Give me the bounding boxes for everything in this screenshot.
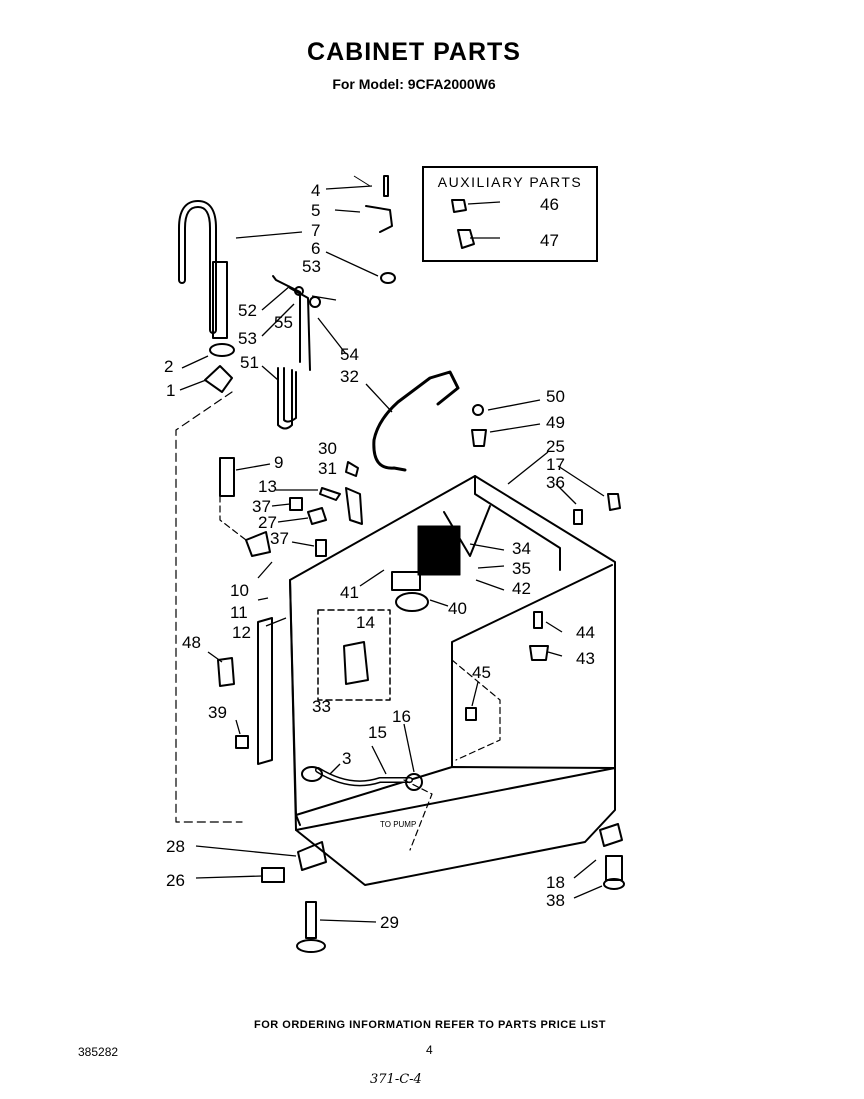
- callout-6: 6: [311, 239, 321, 258]
- drain-hose: [178, 200, 217, 334]
- ordering-information-note: FOR ORDERING INFORMATION REFER TO PARTS …: [254, 1019, 606, 1031]
- callout-53b: 53: [238, 329, 257, 348]
- callout-38: 38: [546, 891, 565, 910]
- callout-5: 5: [311, 201, 321, 220]
- callout-37: 37: [252, 497, 271, 516]
- auxiliary-parts-box: AUXILIARY PARTS 46 47: [422, 166, 598, 262]
- callout-10: 10: [230, 581, 249, 600]
- callout-2: 2: [164, 357, 174, 376]
- callout-40: 40: [448, 599, 467, 618]
- callout-12: 12: [232, 623, 251, 642]
- callout-27: 27: [258, 513, 277, 532]
- page-number: 4: [426, 1043, 433, 1057]
- callout-55: 55: [274, 313, 293, 332]
- callout-45: 45: [472, 663, 491, 682]
- callout-26: 26: [166, 871, 185, 890]
- callout-39: 39: [208, 703, 227, 722]
- to-pump-label: TO PUMP: [380, 820, 417, 829]
- callout-31: 31: [318, 459, 337, 478]
- callout-53: 53: [302, 257, 321, 276]
- callout-13: 13: [258, 477, 277, 496]
- callout-9: 9: [274, 453, 284, 472]
- callout-3: 3: [342, 749, 352, 768]
- callout-36: 36: [546, 473, 565, 492]
- callout-52: 52: [238, 301, 257, 320]
- callout-1: 1: [166, 381, 176, 400]
- callout-7: 7: [311, 221, 321, 240]
- callout-16: 16: [392, 707, 411, 726]
- callout-49: 49: [546, 413, 565, 432]
- callout-25: 25: [546, 437, 565, 456]
- callout-44: 44: [576, 623, 595, 642]
- callout-15: 15: [368, 723, 387, 742]
- callout-41: 41: [340, 583, 359, 602]
- callout-34: 34: [512, 539, 531, 558]
- callout-17: 17: [546, 455, 565, 474]
- power-cord: [372, 370, 460, 472]
- handwritten-note: 371-C-4: [370, 1072, 422, 1087]
- model-subtitle: For Model: 9CFA2000W6: [332, 76, 496, 92]
- callout-51: 51: [240, 353, 259, 372]
- callout-33: 33: [312, 697, 331, 716]
- callout-43: 43: [576, 649, 595, 668]
- callout-18: 18: [546, 873, 565, 892]
- callout-48: 48: [182, 633, 201, 652]
- callout-30: 30: [318, 439, 337, 458]
- callout-47: 47: [540, 231, 559, 250]
- document-number: 385282: [78, 1045, 119, 1059]
- callout-46: 46: [540, 195, 559, 214]
- callout-29: 29: [380, 913, 399, 932]
- callout-32: 32: [340, 367, 359, 386]
- callout-14: 14: [356, 613, 375, 632]
- callout-11: 11: [230, 603, 248, 622]
- callout-4: 4: [311, 181, 321, 200]
- callout-50: 50: [546, 387, 565, 406]
- callout-28: 28: [166, 837, 185, 856]
- page-title: CABINET PARTS: [307, 38, 521, 66]
- callout-54: 54: [340, 345, 359, 364]
- callout-42: 42: [512, 579, 531, 598]
- callout-35: 35: [512, 559, 531, 578]
- callout-37b: 37: [270, 529, 289, 548]
- auxiliary-parts-title: AUXILIARY PARTS: [437, 174, 583, 190]
